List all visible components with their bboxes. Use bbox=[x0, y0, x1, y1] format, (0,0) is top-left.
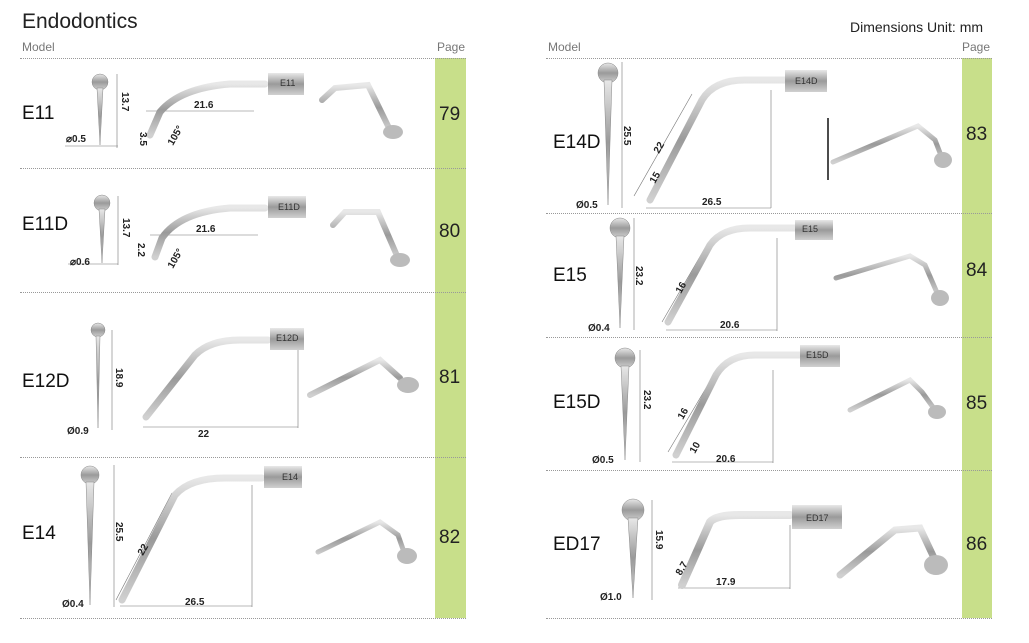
page-header-left: Page bbox=[437, 40, 466, 54]
divider bbox=[546, 618, 992, 619]
tip-dim: 2.2 bbox=[135, 243, 146, 257]
model-name: E14D bbox=[553, 132, 601, 153]
model-name: E15D bbox=[553, 392, 601, 413]
front-views bbox=[80, 62, 645, 606]
model-name: E15 bbox=[553, 265, 587, 286]
length-dim: 23.2 bbox=[641, 390, 652, 410]
horizontal-dim: 21.6 bbox=[194, 100, 214, 111]
engraving-label: E11D bbox=[278, 202, 300, 212]
length-dim: 13.7 bbox=[119, 92, 130, 112]
model-header-left: Model bbox=[22, 40, 55, 54]
length-dim: 25.5 bbox=[113, 522, 124, 542]
model-name: E11 bbox=[22, 103, 55, 124]
page-header-right: Page bbox=[962, 40, 991, 54]
length-dim: 13.7 bbox=[120, 218, 131, 238]
horizontal-dim: 20.6 bbox=[716, 454, 736, 465]
page-number: 80 bbox=[439, 221, 461, 242]
side-views bbox=[118, 70, 842, 604]
engraving-label: ED17 bbox=[806, 513, 829, 523]
length-dim: 18.9 bbox=[113, 368, 124, 388]
engraving-label: E11 bbox=[280, 78, 296, 88]
diameter-dim: Ø0.4 bbox=[588, 323, 610, 334]
page-number: 84 bbox=[966, 260, 988, 281]
horizontal-dim: 21.6 bbox=[196, 224, 216, 235]
unit-note: Dimensions Unit: mm bbox=[850, 19, 984, 35]
length-dim: 25.5 bbox=[621, 126, 632, 146]
engraving-label: E12D bbox=[276, 333, 299, 343]
horizontal-dim: 26.5 bbox=[702, 197, 722, 208]
divider bbox=[20, 58, 466, 59]
page-number: 86 bbox=[966, 534, 988, 555]
length-dim: 23.2 bbox=[633, 266, 644, 286]
diameter-dim: ⌀0.5 bbox=[66, 134, 86, 145]
divider bbox=[20, 292, 466, 293]
diameter-dim: Ø0.5 bbox=[592, 455, 614, 466]
model-name: E14 bbox=[22, 523, 56, 544]
horizontal-dim: 22 bbox=[198, 429, 210, 440]
page-number: 83 bbox=[966, 124, 988, 145]
photos bbox=[307, 81, 952, 579]
page-band-left bbox=[435, 58, 466, 618]
engraving-label: E14D bbox=[795, 76, 818, 86]
page-number: 81 bbox=[439, 367, 461, 388]
engraving-label: E14 bbox=[282, 472, 299, 482]
model-header-right: Model bbox=[548, 40, 581, 54]
diameter-dim: Ø1.0 bbox=[600, 592, 622, 603]
divider bbox=[546, 58, 992, 59]
model-name: E12D bbox=[22, 371, 70, 392]
page-title: Endodontics bbox=[22, 10, 138, 33]
divider bbox=[20, 618, 466, 619]
diameter-dim: Ø0.9 bbox=[67, 426, 89, 437]
engraving-label: E15D bbox=[806, 350, 829, 360]
tip-dim: 3.5 bbox=[137, 132, 148, 146]
divider bbox=[546, 470, 992, 471]
length-dim: 15.9 bbox=[653, 530, 664, 550]
divider bbox=[20, 457, 466, 458]
divider bbox=[20, 168, 466, 169]
horizontal-dim: 17.9 bbox=[716, 577, 736, 588]
diameter-dim: ⌀0.6 bbox=[70, 257, 90, 268]
model-name: ED17 bbox=[553, 534, 601, 555]
page-number: 79 bbox=[439, 104, 461, 125]
page-number: 85 bbox=[966, 393, 988, 414]
diameter-dim: Ø0.4 bbox=[62, 599, 84, 610]
divider bbox=[546, 337, 992, 338]
horizontal-dim: 20.6 bbox=[720, 320, 740, 331]
engraving-label: E15 bbox=[802, 224, 819, 234]
divider bbox=[546, 213, 992, 214]
page-number: 82 bbox=[439, 527, 461, 548]
horizontal-dim: 26.5 bbox=[185, 597, 205, 608]
page-band-right bbox=[962, 58, 992, 618]
model-name: E11D bbox=[22, 214, 69, 235]
diameter-dim: Ø0.5 bbox=[576, 200, 598, 211]
